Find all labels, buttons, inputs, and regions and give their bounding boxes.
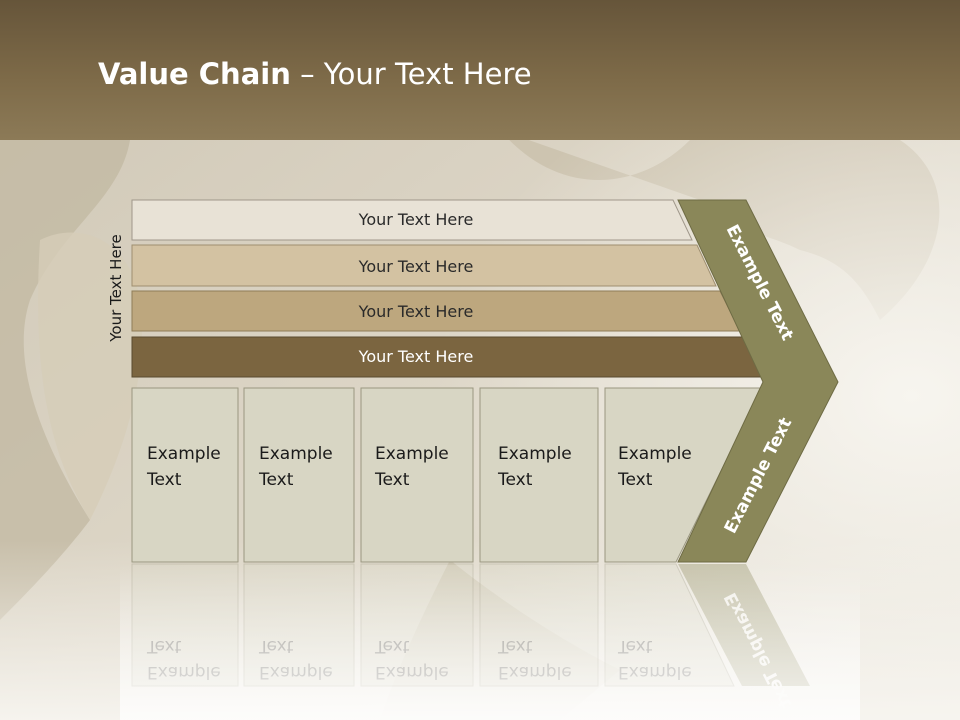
primary-cell-1-line1: Example — [147, 444, 221, 464]
primary-cell-2-line2: Text — [258, 470, 294, 490]
support-row-2-label: Your Text Here — [358, 257, 474, 276]
title-rest: – Your Text Here — [290, 57, 532, 91]
primary-cells: Example Text Example Text Example Text E… — [131, 387, 763, 563]
primary-cell-4-line2: Text — [497, 470, 533, 490]
primary-cell-5-box — [604, 387, 763, 563]
title-bold: Value Chain — [98, 57, 291, 91]
primary-cell-4-line1: Example — [498, 444, 572, 464]
primary-cell-4-box — [479, 387, 599, 563]
side-label: Your Text Here — [107, 234, 125, 342]
primary-cell-5-line2: Text — [617, 470, 653, 490]
header-band — [0, 0, 960, 140]
primary-cell-3-box — [360, 387, 474, 563]
support-row-1-label: Your Text Here — [358, 210, 474, 229]
support-row-4-label: Your Text Here — [358, 347, 474, 366]
primary-cell-2-box — [243, 387, 355, 563]
primary-cell-1-box — [131, 387, 239, 563]
reflection-fade — [120, 564, 860, 720]
primary-cell-3-line2: Text — [374, 470, 410, 490]
primary-cell-1-line2: Text — [146, 470, 182, 490]
support-row-3-label: Your Text Here — [358, 302, 474, 321]
primary-cell-3-line1: Example — [375, 444, 449, 464]
support-row-1-shape — [131, 199, 693, 241]
primary-cell-5-line1: Example — [618, 444, 692, 464]
support-rows: Your Text Here Your Text Here Your Text … — [131, 199, 764, 378]
primary-cell-2-line1: Example — [259, 444, 333, 464]
slide-title: Value Chain – Your Text Here — [98, 52, 532, 96]
support-row-2-shape — [131, 244, 717, 287]
margin-chevron-shape — [677, 199, 839, 563]
